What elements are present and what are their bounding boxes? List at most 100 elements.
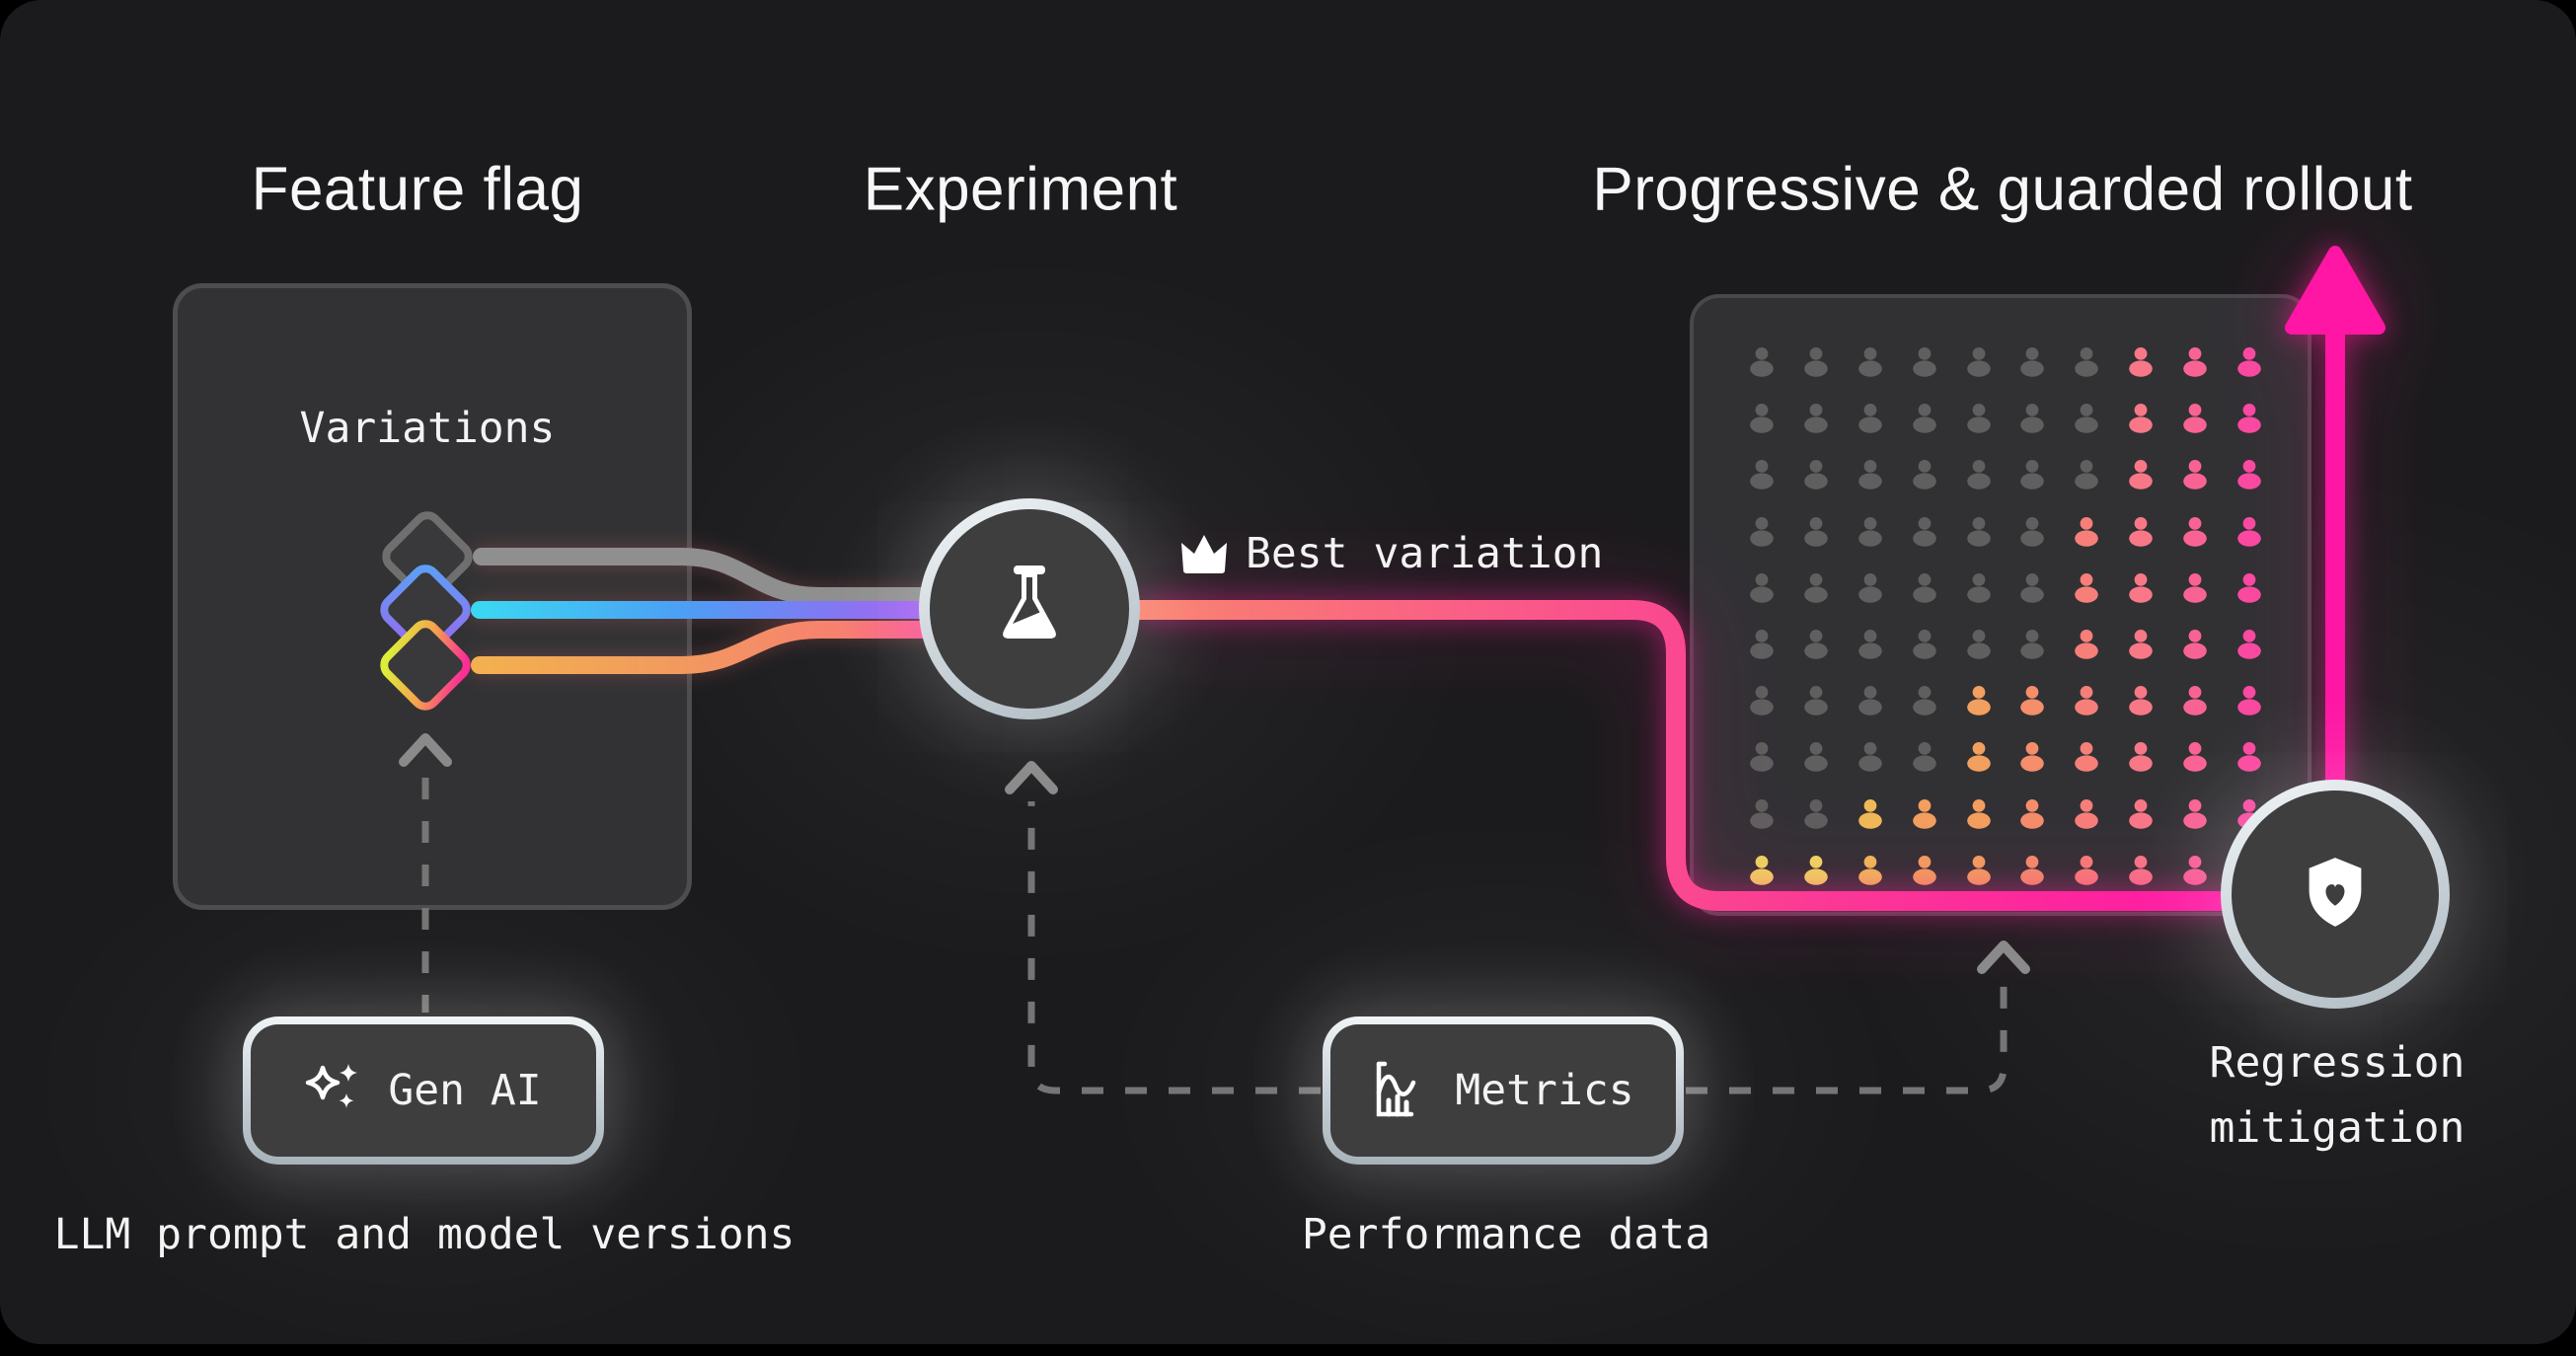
person-icon bbox=[1856, 629, 1885, 659]
person-icon bbox=[1801, 741, 1831, 773]
best-variation-label: Best variation bbox=[1246, 529, 1604, 578]
person-icon bbox=[1747, 855, 1777, 885]
person-icon bbox=[1910, 685, 1939, 716]
person-icon bbox=[1801, 572, 1831, 603]
person-icon bbox=[2126, 855, 2156, 885]
person-icon bbox=[2017, 685, 2047, 716]
person-icon bbox=[2126, 459, 2156, 490]
gen-ai-caption: LLM prompt and model versions bbox=[53, 1210, 796, 1259]
person-icon bbox=[2017, 516, 2047, 547]
person-icon bbox=[1964, 459, 1994, 490]
person-icon bbox=[1856, 798, 1885, 829]
person-icon bbox=[2072, 741, 2101, 773]
person-icon bbox=[2235, 741, 2264, 773]
person-icon bbox=[2180, 403, 2210, 434]
person-icon bbox=[2235, 346, 2264, 377]
person-icon bbox=[1856, 516, 1885, 547]
person-icon bbox=[2017, 741, 2047, 773]
variations-label: Variations bbox=[299, 404, 556, 453]
person-icon bbox=[1964, 346, 1994, 377]
person-icon bbox=[2126, 798, 2156, 829]
person-icon bbox=[1747, 572, 1777, 603]
person-icon bbox=[1856, 741, 1885, 773]
person-icon bbox=[1747, 403, 1777, 434]
person-icon bbox=[2072, 855, 2101, 885]
experiment-node bbox=[919, 498, 1140, 719]
person-icon bbox=[2072, 346, 2101, 377]
regression-line1: Regression bbox=[2209, 1038, 2465, 1088]
section-title-rollout: Progressive & guarded rollout bbox=[1592, 155, 2413, 224]
gen-ai-button[interactable]: Gen AI bbox=[243, 1017, 604, 1165]
person-icon bbox=[1856, 459, 1885, 490]
person-icon bbox=[2126, 516, 2156, 547]
person-icon bbox=[2017, 346, 2047, 377]
person-icon bbox=[1801, 855, 1831, 885]
person-icon bbox=[1747, 741, 1777, 773]
person-icon bbox=[1801, 798, 1831, 829]
person-icon bbox=[2126, 403, 2156, 434]
person-icon bbox=[2126, 346, 2156, 377]
person-icon bbox=[2072, 459, 2101, 490]
person-icon bbox=[1910, 403, 1939, 434]
person-icon bbox=[2180, 516, 2210, 547]
person-icon bbox=[1856, 855, 1885, 885]
person-icon bbox=[1964, 516, 1994, 547]
regression-node bbox=[2221, 780, 2450, 1009]
person-icon bbox=[1856, 685, 1885, 716]
person-icon bbox=[2235, 459, 2264, 490]
person-icon bbox=[1964, 855, 1994, 885]
person-icon bbox=[2126, 685, 2156, 716]
person-icon bbox=[2180, 346, 2210, 377]
experiment-node-face bbox=[930, 509, 1129, 709]
person-icon bbox=[2017, 855, 2047, 885]
person-icon bbox=[1910, 459, 1939, 490]
person-icon bbox=[2235, 685, 2264, 716]
bar-chart-icon bbox=[1372, 1060, 1429, 1122]
person-icon bbox=[1910, 346, 1939, 377]
person-icon bbox=[2072, 572, 2101, 603]
person-icon bbox=[1910, 798, 1939, 829]
person-icon bbox=[1910, 572, 1939, 603]
person-icon bbox=[2072, 403, 2101, 434]
person-icon bbox=[1801, 516, 1831, 547]
metrics-button-face: Metrics bbox=[1330, 1024, 1676, 1157]
person-icon bbox=[1801, 629, 1831, 659]
person-icon bbox=[1964, 403, 1994, 434]
sparkles-icon bbox=[305, 1062, 362, 1120]
person-icon bbox=[2126, 629, 2156, 659]
person-icon bbox=[1856, 403, 1885, 434]
person-icon bbox=[2126, 741, 2156, 773]
person-icon bbox=[1964, 629, 1994, 659]
person-icon bbox=[2072, 629, 2101, 659]
person-icon bbox=[1856, 346, 1885, 377]
variations-box bbox=[173, 283, 692, 910]
person-icon bbox=[2180, 459, 2210, 490]
regression-line2: mitigation bbox=[2209, 1103, 2465, 1153]
person-icon bbox=[2072, 516, 2101, 547]
person-icon bbox=[1747, 685, 1777, 716]
person-icon bbox=[2017, 572, 2047, 603]
person-icon bbox=[2072, 798, 2101, 829]
person-icon bbox=[2017, 798, 2047, 829]
regression-node-face bbox=[2232, 791, 2439, 998]
rollout-grid bbox=[1735, 334, 2276, 898]
person-icon bbox=[1910, 741, 1939, 773]
person-icon bbox=[1964, 798, 1994, 829]
person-icon bbox=[1910, 855, 1939, 885]
metrics-button[interactable]: Metrics bbox=[1323, 1017, 1684, 1165]
person-icon bbox=[1856, 572, 1885, 603]
person-icon bbox=[2180, 629, 2210, 659]
section-title-experiment: Experiment bbox=[863, 155, 1178, 224]
person-icon bbox=[1801, 403, 1831, 434]
person-icon bbox=[2235, 403, 2264, 434]
person-icon bbox=[1910, 516, 1939, 547]
person-icon bbox=[2180, 741, 2210, 773]
person-icon bbox=[1747, 346, 1777, 377]
section-title-feature-flag: Feature flag bbox=[251, 155, 584, 224]
person-icon bbox=[1801, 459, 1831, 490]
crown-icon bbox=[1177, 529, 1231, 581]
person-icon bbox=[2072, 685, 2101, 716]
person-icon bbox=[2180, 798, 2210, 829]
metrics-caption: Performance data bbox=[1301, 1210, 1711, 1259]
